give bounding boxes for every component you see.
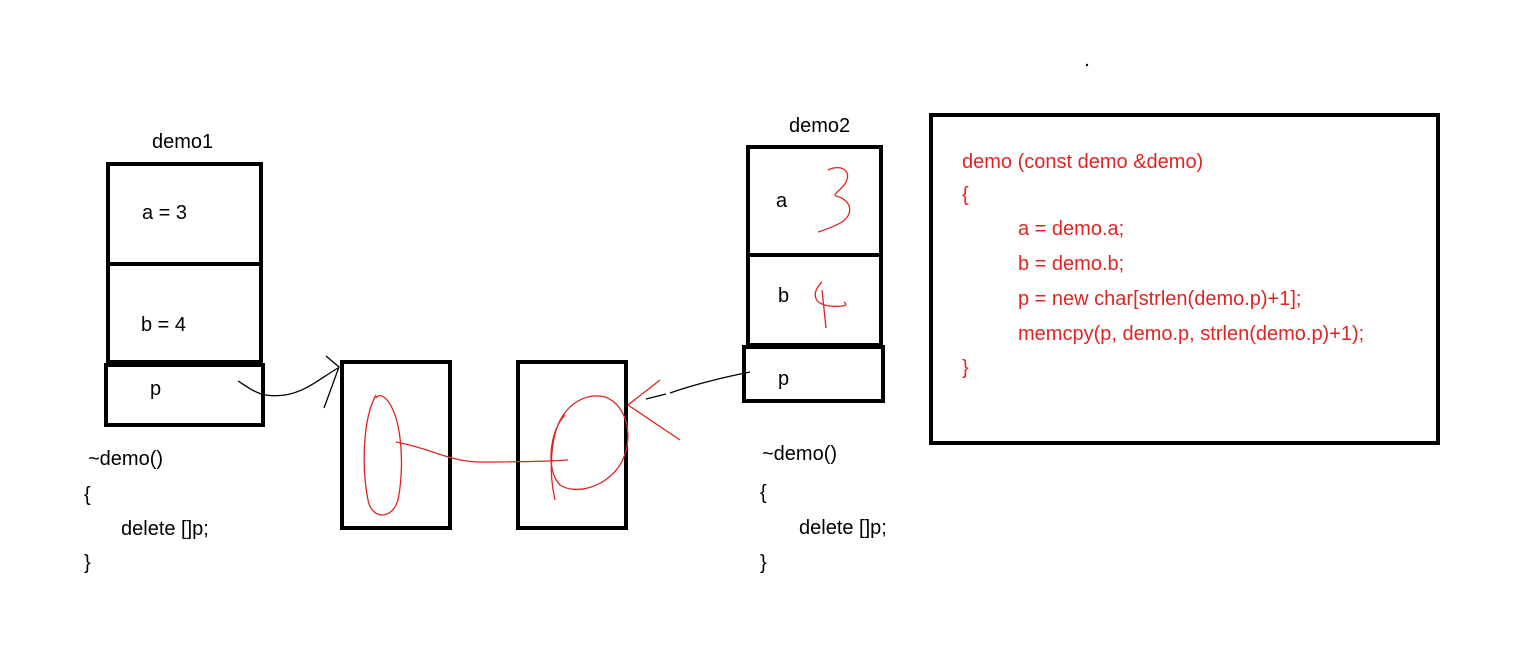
demo1-destructor-line: } bbox=[84, 552, 91, 574]
demo1-title: demo1 bbox=[152, 131, 214, 153]
copy-constructor-line: p = new char[strlen(demo.p)+1]; bbox=[1018, 288, 1302, 310]
demo1-field-p: p bbox=[150, 378, 162, 400]
demo1-field-b-box bbox=[106, 262, 263, 364]
heap-block-2 bbox=[516, 360, 628, 530]
demo1-destructor-line: delete []p; bbox=[121, 518, 209, 540]
demo2-field-a: a bbox=[776, 190, 788, 212]
demo2-destructor-line: { bbox=[760, 482, 767, 504]
demo2-field-a-box bbox=[746, 145, 883, 257]
demo2-p-arrow bbox=[669, 371, 751, 394]
demo2-destructor-line: delete []p; bbox=[799, 517, 887, 539]
demo2-title: demo2 bbox=[789, 115, 851, 137]
red-arrowhead bbox=[626, 379, 681, 441]
demo1-destructor-line: { bbox=[84, 484, 91, 506]
demo2-destructor-line: } bbox=[760, 552, 767, 574]
copy-constructor-line: b = demo.b; bbox=[1018, 253, 1125, 275]
copy-constructor-line: a = demo.a; bbox=[1018, 218, 1125, 240]
heap-block-1 bbox=[340, 360, 452, 530]
demo2-field-p-box bbox=[742, 345, 885, 403]
demo1-destructor-line: ~demo() bbox=[88, 448, 164, 470]
copy-constructor-line: } bbox=[962, 357, 969, 379]
demo1-field-p-box bbox=[104, 363, 265, 427]
demo1-field-a: a = 3 bbox=[142, 202, 188, 224]
copy-constructor-box bbox=[929, 113, 1440, 445]
demo2-field-p: p bbox=[778, 368, 790, 390]
demo2-field-b-box bbox=[746, 253, 883, 347]
demo1-p-arrowhead bbox=[323, 355, 340, 409]
copy-constructor-line: memcpy(p, demo.p, strlen(demo.p)+1); bbox=[1018, 323, 1365, 345]
copy-constructor-line: { bbox=[962, 184, 969, 206]
demo2-field-b: b bbox=[778, 285, 790, 307]
demo1-field-b: b = 4 bbox=[141, 314, 187, 336]
stray-dot bbox=[1085, 63, 1089, 67]
demo2-destructor-line: ~demo() bbox=[762, 443, 838, 465]
copy-constructor-line: demo (const demo &demo) bbox=[962, 151, 1204, 173]
demo2-p-arrow-tail bbox=[645, 393, 667, 400]
